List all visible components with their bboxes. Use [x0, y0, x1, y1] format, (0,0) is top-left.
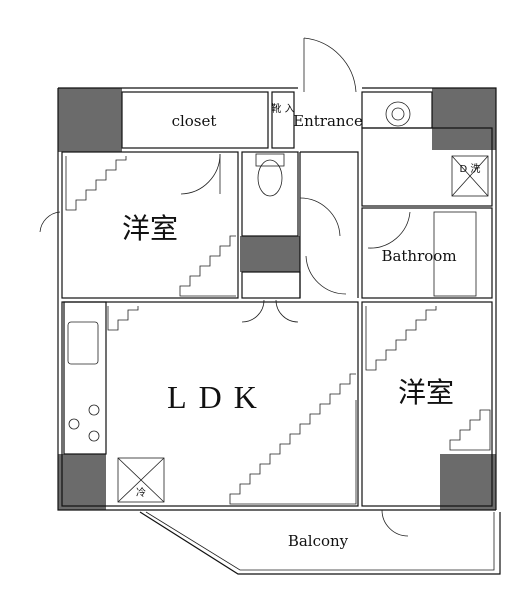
toilet-tank-icon — [255, 153, 285, 167]
bathroom-door-arc — [367, 211, 411, 249]
entrance-label: Entrance — [293, 112, 363, 130]
pattern-ldk-bottom — [229, 373, 357, 505]
doors — [39, 37, 411, 537]
toilet-door-arc — [299, 197, 341, 237]
balcony-door-arc — [381, 509, 409, 537]
washroom — [361, 127, 493, 207]
wall-bottom — [57, 88, 496, 511]
fixtures — [68, 101, 489, 503]
washbasin-area — [361, 91, 433, 129]
ldk-label: LDK — [167, 379, 269, 415]
balcony-inner-line — [145, 511, 495, 571]
closet-door-arc-right — [275, 299, 299, 323]
balcony — [139, 511, 501, 575]
walls-outline — [57, 87, 497, 511]
floor-patterns — [65, 156, 491, 505]
balcony-outline — [139, 511, 501, 575]
washbasin-drain-icon — [391, 107, 405, 121]
western-room-2-outline — [361, 301, 493, 507]
wall-column-center — [240, 236, 300, 272]
toilet-room — [241, 151, 299, 237]
wall-column-top-left — [58, 88, 122, 152]
closet-box — [121, 91, 269, 149]
window-arc-left — [39, 211, 61, 233]
pattern-room2-top — [365, 306, 437, 371]
western-room-1-door-arc — [180, 153, 221, 195]
bathtub — [433, 211, 477, 297]
pattern-ldk-top — [107, 306, 139, 331]
western-room-2-label: 洋室 — [398, 376, 454, 409]
western-room-1-outline — [61, 151, 239, 299]
wall-top-right — [362, 87, 497, 510]
washer-icon — [451, 155, 489, 197]
hall-door-arc — [305, 255, 347, 295]
structural-walls — [58, 88, 496, 510]
stove-burner-icon — [88, 430, 100, 442]
pattern-room2-right — [449, 409, 491, 451]
western-room-1-label: 洋室 — [122, 212, 178, 245]
shoe-box — [271, 91, 295, 149]
shoe-box-label: 靴 入 — [271, 102, 294, 115]
small-closet — [241, 271, 301, 299]
washer-label: D 洗 — [460, 163, 481, 175]
entrance-door-arc — [303, 37, 357, 93]
bathroom-outline — [361, 207, 493, 299]
bathroom-label: Bathroom — [381, 247, 456, 265]
hallway-wall — [300, 151, 359, 298]
pattern-room1-top — [65, 156, 127, 211]
wall-column-bottom-right — [440, 454, 496, 510]
wall-column-bottom-left — [58, 454, 106, 510]
fridge-cross-b — [117, 457, 165, 503]
pattern-room1-bottom — [179, 235, 236, 297]
sink — [67, 321, 99, 365]
ldk-outline — [61, 301, 359, 507]
stove-burner-icon — [68, 418, 80, 430]
fridge-space — [117, 457, 165, 503]
stove-burner-icon — [88, 404, 100, 416]
balcony-label: Balcony — [288, 532, 349, 550]
toilet-icon — [257, 159, 283, 197]
washbasin-icon — [385, 101, 411, 127]
closet-label: closet — [172, 112, 217, 130]
fridge-label: 冷 — [136, 486, 146, 499]
wall-column-top-right — [432, 88, 496, 150]
closet-door-arc-left — [241, 299, 265, 323]
washer-cross-b — [451, 155, 489, 197]
kitchen-counter — [63, 301, 107, 455]
